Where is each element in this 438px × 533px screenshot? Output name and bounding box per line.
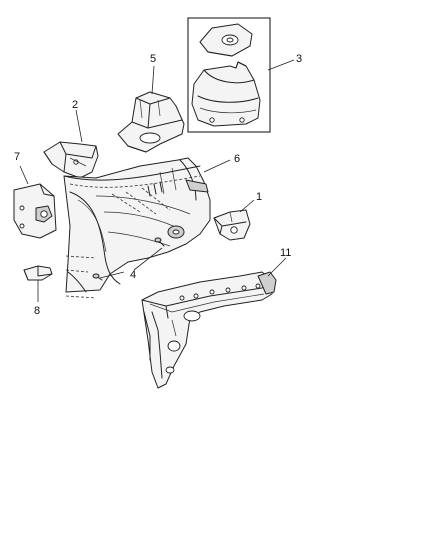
callout-6: 6 — [234, 153, 240, 165]
part-4-screws — [92, 237, 165, 281]
part-2-bracket — [43, 141, 99, 179]
callout-7: 7 — [14, 151, 20, 163]
part-5-bracket — [117, 91, 185, 153]
part-11-rail — [141, 271, 277, 389]
leader-lines — [19, 59, 295, 302]
callout-11: 11 — [280, 247, 291, 259]
fender-part-6 — [63, 157, 211, 299]
callout-4: 4 — [130, 269, 136, 281]
part-7-plate — [13, 183, 57, 239]
callout-8: 8 — [34, 305, 40, 317]
part-8-clip — [23, 265, 53, 281]
callout-2: 2 — [72, 99, 78, 111]
callouts: 1 2 3 4 5 6 7 8 11 — [14, 53, 302, 317]
callout-3: 3 — [296, 53, 302, 65]
inset-box-part-3 — [187, 17, 271, 133]
callout-5: 5 — [150, 53, 156, 65]
part-1-bracket — [213, 209, 251, 241]
callout-1: 1 — [256, 191, 262, 203]
